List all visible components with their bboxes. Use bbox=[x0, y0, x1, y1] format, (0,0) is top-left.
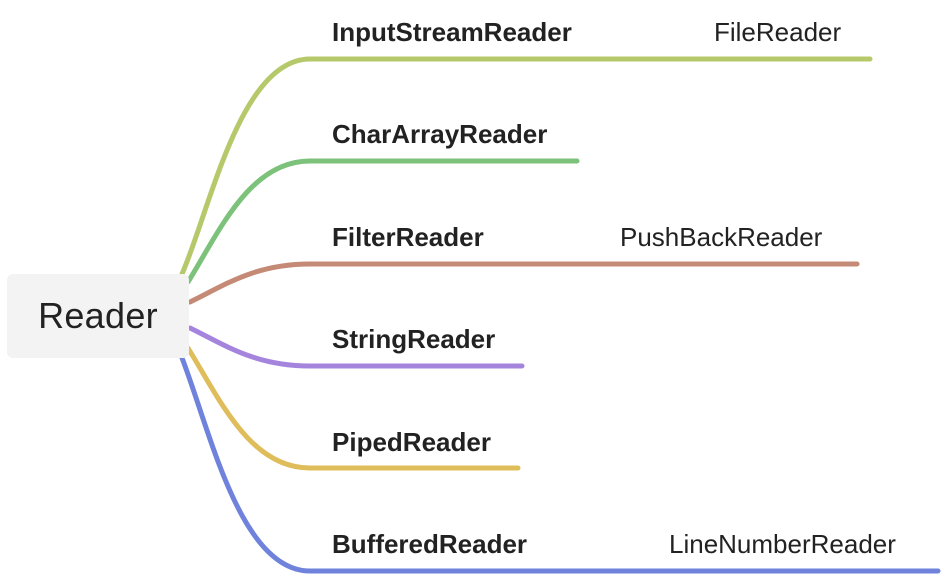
node-linenumberreader[interactable]: LineNumberReader bbox=[669, 529, 896, 559]
node-inputstreamreader[interactable]: InputStreamReader bbox=[332, 17, 572, 47]
branch-connector-chararrayreader bbox=[185, 158, 580, 285]
branch-connector-inputstreamreader bbox=[179, 56, 873, 277]
node-bufferedreader[interactable]: BufferedReader bbox=[332, 529, 528, 559]
root-node-reader[interactable]: Reader bbox=[7, 274, 189, 358]
branch-connector-stringreader bbox=[187, 325, 525, 369]
branch-connector-bufferedreader bbox=[179, 355, 941, 574]
branch-connector-pipedreader bbox=[185, 345, 521, 471]
node-pushbackreader[interactable]: PushBackReader bbox=[620, 222, 823, 252]
branch-connector-filterreader bbox=[187, 261, 860, 305]
node-filereader[interactable]: FileReader bbox=[714, 17, 842, 47]
node-pipedreader[interactable]: PipedReader bbox=[332, 427, 491, 457]
node-stringreader[interactable]: StringReader bbox=[332, 324, 496, 354]
node-chararrayreader[interactable]: CharArrayReader bbox=[332, 119, 548, 149]
node-filterreader[interactable]: FilterReader bbox=[332, 222, 484, 252]
